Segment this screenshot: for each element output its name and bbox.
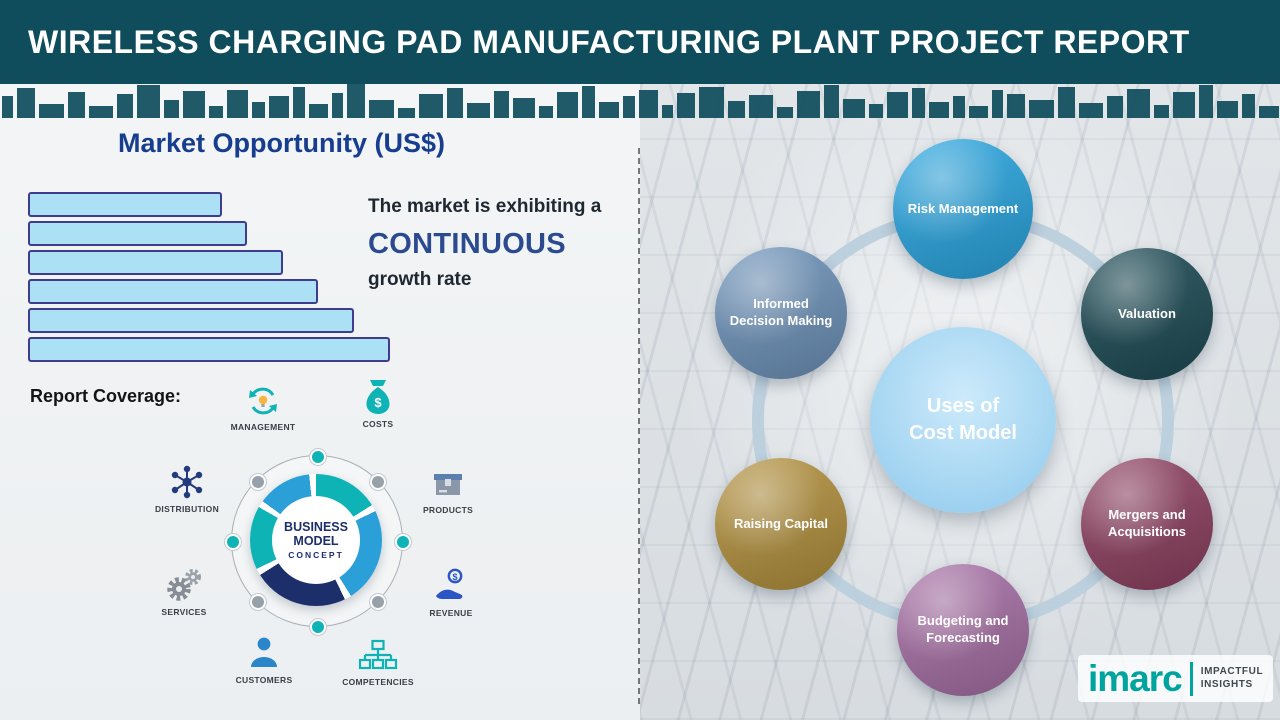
- svg-text:$: $: [374, 395, 382, 410]
- ring-dot: [395, 534, 411, 550]
- imarc-logo: imarc IMPACTFUL INSIGHTS: [1078, 655, 1274, 702]
- imarc-tagline-line2: INSIGHTS: [1200, 678, 1253, 690]
- money-bag-icon: $: [360, 378, 396, 416]
- bm-item-label: DISTRIBUTION: [154, 504, 220, 514]
- network-icon: [168, 463, 206, 501]
- business-model-center: BUSINESS MODEL CONCEPT: [272, 496, 360, 584]
- ring-dot: [310, 619, 326, 635]
- bm-item-label: COSTS: [362, 419, 394, 429]
- node-label: Raising Capital: [734, 515, 828, 531]
- ring-dot: [250, 594, 266, 610]
- node-label: Mergers and Acquisitions: [1107, 507, 1186, 539]
- business-model-center-line1: BUSINESS: [284, 519, 348, 534]
- market-bar: [28, 250, 283, 275]
- bm-item-label: PRODUCTS: [422, 505, 474, 515]
- market-opportunity-chart: [28, 192, 398, 366]
- growth-note-line1: The market is exhibiting a: [368, 196, 602, 217]
- ring-dot: [370, 474, 386, 490]
- center-node-uses-of-cost-model: Uses of Cost Model: [870, 327, 1056, 513]
- bm-item-label: REVENUE: [429, 608, 473, 618]
- hand-coin-icon: $: [432, 567, 470, 605]
- node-label: Risk Management: [907, 200, 1019, 216]
- bm-item-management: MANAGEMENT: [217, 381, 309, 432]
- gears-icon: [164, 566, 204, 604]
- imarc-logo-divider: [1189, 661, 1193, 696]
- node-label: Budgeting and Forecasting: [917, 613, 1009, 645]
- node-informed-decision-making: Informed Decision Making: [715, 247, 847, 379]
- bm-item-label: SERVICES: [161, 607, 207, 617]
- person-icon: [246, 634, 282, 672]
- bm-item-products: PRODUCTS: [402, 464, 494, 515]
- ring-dot: [225, 534, 241, 550]
- market-bar: [28, 221, 247, 246]
- ring-dot: [370, 594, 386, 610]
- growth-note: The market is exhibiting a CONTINUOUS gr…: [368, 196, 628, 291]
- market-bar: [28, 337, 390, 362]
- report-coverage-label: Report Coverage:: [30, 386, 182, 406]
- node-risk-management: Risk Management: [893, 139, 1033, 279]
- growth-note-line3: growth rate: [368, 269, 472, 290]
- imarc-tagline-line1: IMPACTFUL: [1200, 666, 1264, 677]
- node-valuation: Valuation: [1081, 248, 1213, 380]
- city-skyline-graphic: [2, 84, 1279, 118]
- node-raising-capital: Raising Capital: [715, 458, 847, 590]
- market-bar: [28, 279, 319, 304]
- bm-item-customers: CUSTOMERS: [218, 634, 310, 685]
- svg-text:$: $: [452, 572, 457, 582]
- center-node-line1: Uses of: [926, 395, 1000, 417]
- market-bar: [28, 192, 222, 217]
- center-node-line2: Cost Model: [909, 422, 1017, 444]
- section-title-market-opportunity: Market Opportunity (US$): [118, 128, 446, 158]
- bm-item-competencies: COMPETENCIES: [332, 636, 424, 687]
- dashed-divider: [638, 148, 640, 704]
- bm-item-label: COMPETENCIES: [342, 677, 414, 687]
- node-mergers-acquisitions: Mergers and Acquisitions: [1081, 458, 1213, 590]
- management-cycle-icon: [245, 381, 281, 419]
- node-budgeting-forecasting: Budgeting and Forecasting: [897, 564, 1029, 696]
- market-bar: [28, 308, 355, 333]
- imarc-logo-tagline: IMPACTFUL INSIGHTS: [1201, 666, 1263, 691]
- node-label: Valuation: [1118, 305, 1176, 321]
- bm-item-costs: $ COSTS: [332, 378, 424, 429]
- bm-item-services: SERVICES: [138, 566, 230, 617]
- header-banner: WIRELESS CHARGING PAD MANUFACTURING PLAN…: [0, 0, 1280, 84]
- ring-dot: [310, 449, 326, 465]
- ring-dot: [250, 474, 266, 490]
- imarc-logo-wordmark: imarc: [1088, 658, 1183, 699]
- page-title: WIRELESS CHARGING PAD MANUFACTURING PLAN…: [28, 24, 1190, 60]
- bm-item-distribution: DISTRIBUTION: [141, 463, 233, 514]
- hierarchy-icon: [358, 636, 398, 674]
- business-model-center-line3: CONCEPT: [288, 550, 344, 561]
- box-icon: [429, 464, 467, 502]
- node-label: Informed Decision Making: [729, 296, 833, 328]
- growth-note-continuous: CONTINUOUS: [368, 228, 566, 260]
- bm-item-label: CUSTOMERS: [235, 675, 293, 685]
- bm-item-revenue: $ REVENUE: [405, 567, 497, 618]
- business-model-center-line2: MODEL: [293, 534, 339, 548]
- bm-item-label: MANAGEMENT: [230, 422, 296, 432]
